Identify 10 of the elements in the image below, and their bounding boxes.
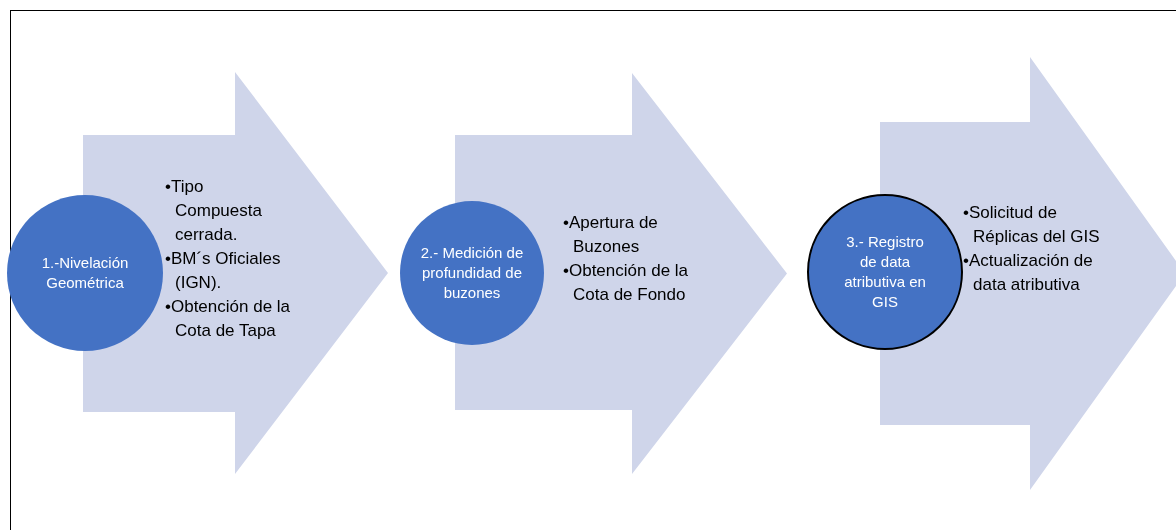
- step-circle: 1.-Nivelación Geométrica: [7, 195, 163, 351]
- bullet-item: •Actualización de data atributiva: [963, 250, 1094, 296]
- bullet-item: •Solicitud de Réplicas del GIS: [963, 202, 1101, 248]
- step-circle: 3.- Registro de data atributiva en GIS: [807, 194, 963, 350]
- bullet-item: •BM´s Oficiales (IGN).: [165, 248, 282, 294]
- step-circle: 2.- Medición de profundidad de buzones: [400, 201, 544, 345]
- bullet-item: •Obtención de la Cota de Fondo: [563, 260, 690, 306]
- bullet-item: •Obtención de la Cota de Tapa: [165, 296, 292, 342]
- bullet-item: •Tipo Compuesta cerrada.: [165, 176, 263, 246]
- bullet-item: •Apertura de Buzones: [563, 212, 659, 258]
